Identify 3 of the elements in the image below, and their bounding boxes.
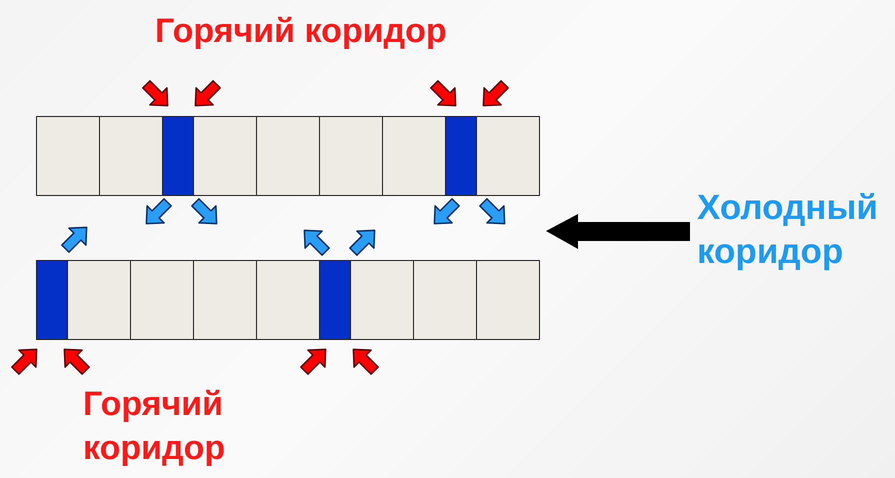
aisle-label: Горячий коридор	[155, 11, 448, 52]
aisle-label: Горячий коридор	[83, 384, 226, 469]
aisle-label: Холодный коридор	[697, 187, 879, 273]
